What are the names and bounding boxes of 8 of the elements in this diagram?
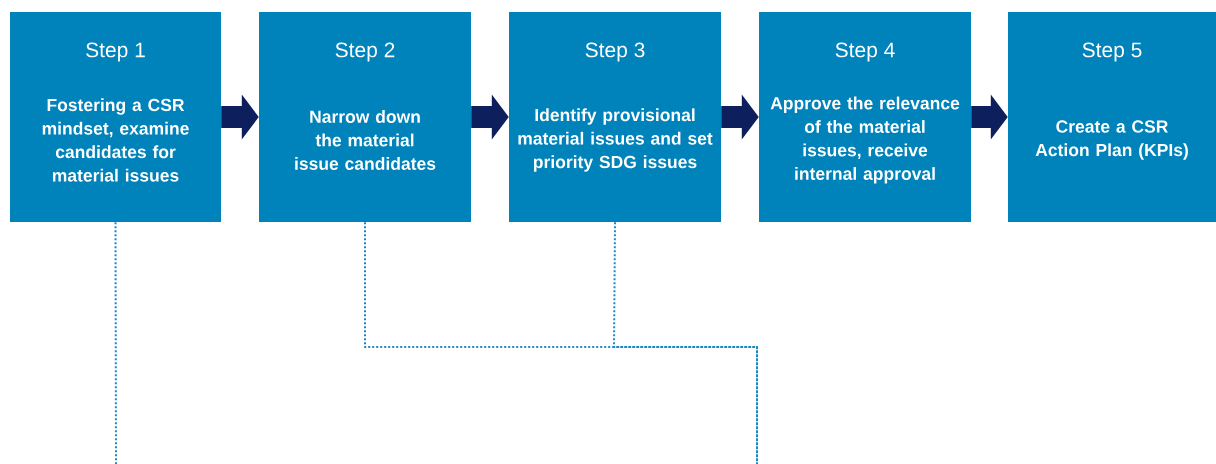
step-box: Step 2 Narrow down the material issue candidates xyxy=(259,12,471,222)
dotted-line xyxy=(114,221,117,464)
step-box: Step 3 Identify provisional material issues and set priority SDG issues xyxy=(509,12,721,222)
dotted-line xyxy=(364,221,758,464)
dotted-line xyxy=(613,221,758,464)
step-box: Step 1 Fostering a CSR mindset, examine candidates for material issues xyxy=(10,12,221,222)
step-box: Step 5 Create a CSR Action Plan (KPIs) xyxy=(1008,12,1216,222)
step-box: Step 4 Approve the relevance of the material issues, receive internal approval xyxy=(759,12,971,222)
